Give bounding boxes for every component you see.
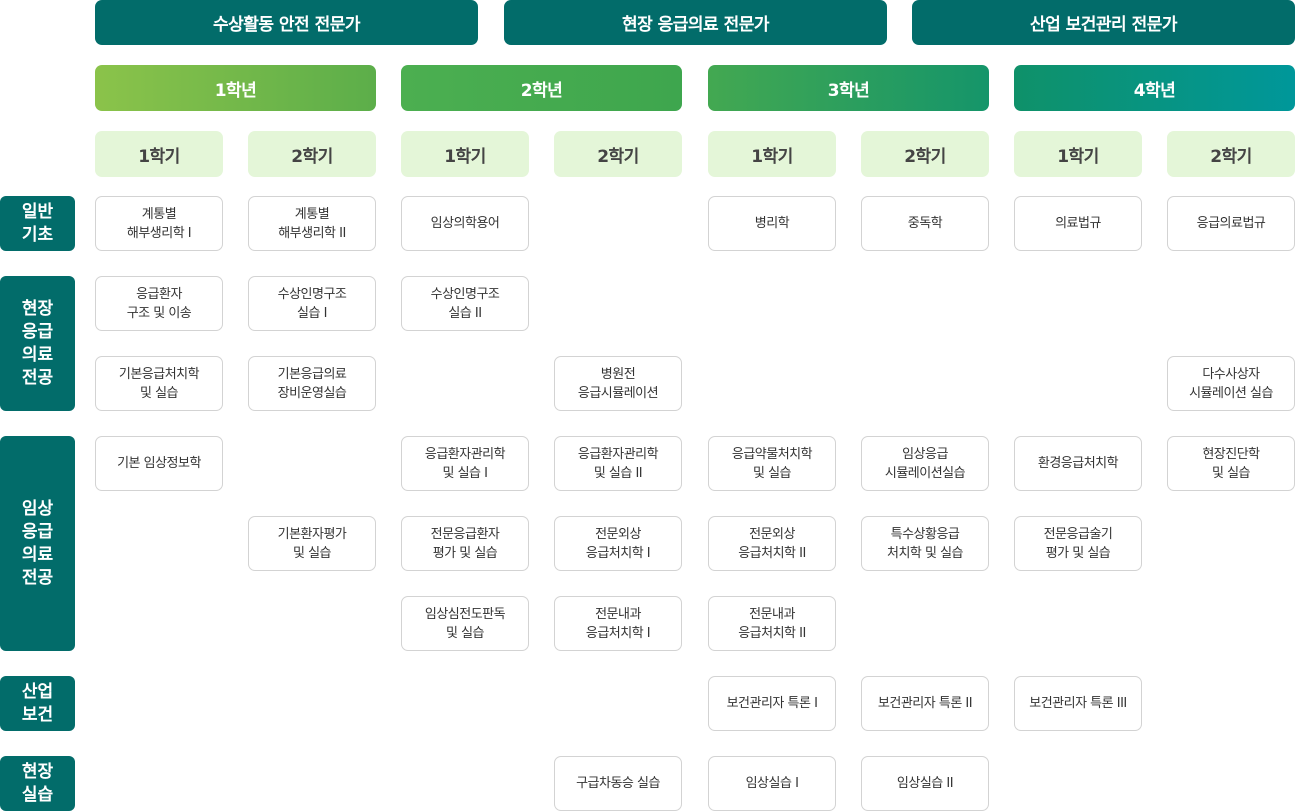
semester-header: 1학기	[708, 131, 836, 177]
track-header: 현장 응급의료 전문가	[504, 0, 887, 45]
course-box: 기본응급처치학 및 실습	[95, 356, 223, 411]
course-box: 특수상황응급 처치학 및 실습	[861, 516, 989, 571]
course-box: 응급환자관리학 및 실습 I	[401, 436, 529, 491]
track-header: 산업 보건관리 전문가	[912, 0, 1295, 45]
course-box: 보건관리자 특론 II	[861, 676, 989, 731]
semester-header: 2학기	[1167, 131, 1295, 177]
course-box: 계통별 해부생리학 II	[248, 196, 376, 251]
category-field-emergency: 현장 응급 의료 전공	[0, 276, 75, 411]
course-box: 다수사상자 시뮬레이션 실습	[1167, 356, 1295, 411]
course-box: 현장진단학 및 실습	[1167, 436, 1295, 491]
course-box: 전문외상 응급처치학 I	[554, 516, 682, 571]
course-box: 임상실습 I	[708, 756, 836, 811]
course-box: 병원전 응급시뮬레이션	[554, 356, 682, 411]
course-box: 환경응급처치학	[1014, 436, 1142, 491]
year-header: 4학년	[1014, 65, 1295, 111]
semester-header: 2학기	[248, 131, 376, 177]
course-box: 전문내과 응급처치학 I	[554, 596, 682, 651]
course-box: 전문응급술기 평가 및 실습	[1014, 516, 1142, 571]
semester-header: 1학기	[95, 131, 223, 177]
course-box: 임상응급 시뮬레이션실습	[861, 436, 989, 491]
course-box: 수상인명구조 실습 I	[248, 276, 376, 331]
course-box: 임상심전도판독 및 실습	[401, 596, 529, 651]
track-header: 수상활동 안전 전문가	[95, 0, 478, 45]
year-header: 1학년	[95, 65, 376, 111]
course-box: 응급약물처치학 및 실습	[708, 436, 836, 491]
course-box: 계통별 해부생리학 I	[95, 196, 223, 251]
course-box: 기본 임상정보학	[95, 436, 223, 491]
category-general-basic: 일반 기초	[0, 196, 75, 251]
course-box: 중독학	[861, 196, 989, 251]
course-box: 응급환자관리학 및 실습 II	[554, 436, 682, 491]
category-field-practice: 현장 실습	[0, 756, 75, 811]
course-box: 의료법규	[1014, 196, 1142, 251]
course-box: 응급환자 구조 및 이송	[95, 276, 223, 331]
semester-header: 2학기	[861, 131, 989, 177]
semester-header: 1학기	[1014, 131, 1142, 177]
course-box: 임상의학용어	[401, 196, 529, 251]
course-box: 병리학	[708, 196, 836, 251]
course-box: 전문외상 응급처치학 II	[708, 516, 836, 571]
category-clinical-emergency: 임상 응급 의료 전공	[0, 436, 75, 651]
year-header: 3학년	[708, 65, 989, 111]
course-box: 수상인명구조 실습 II	[401, 276, 529, 331]
course-box: 구급차동승 실습	[554, 756, 682, 811]
semester-header: 2학기	[554, 131, 682, 177]
course-box: 전문응급환자 평가 및 실습	[401, 516, 529, 571]
course-box: 응급의료법규	[1167, 196, 1295, 251]
course-box: 전문내과 응급처치학 II	[708, 596, 836, 651]
course-box: 보건관리자 특론 I	[708, 676, 836, 731]
year-header: 2학년	[401, 65, 682, 111]
course-box: 기본응급의료 장비운영실습	[248, 356, 376, 411]
category-industrial-health: 산업 보건	[0, 676, 75, 731]
course-box: 보건관리자 특론 III	[1014, 676, 1142, 731]
course-box: 기본환자평가 및 실습	[248, 516, 376, 571]
course-box: 임상실습 II	[861, 756, 989, 811]
semester-header: 1학기	[401, 131, 529, 177]
